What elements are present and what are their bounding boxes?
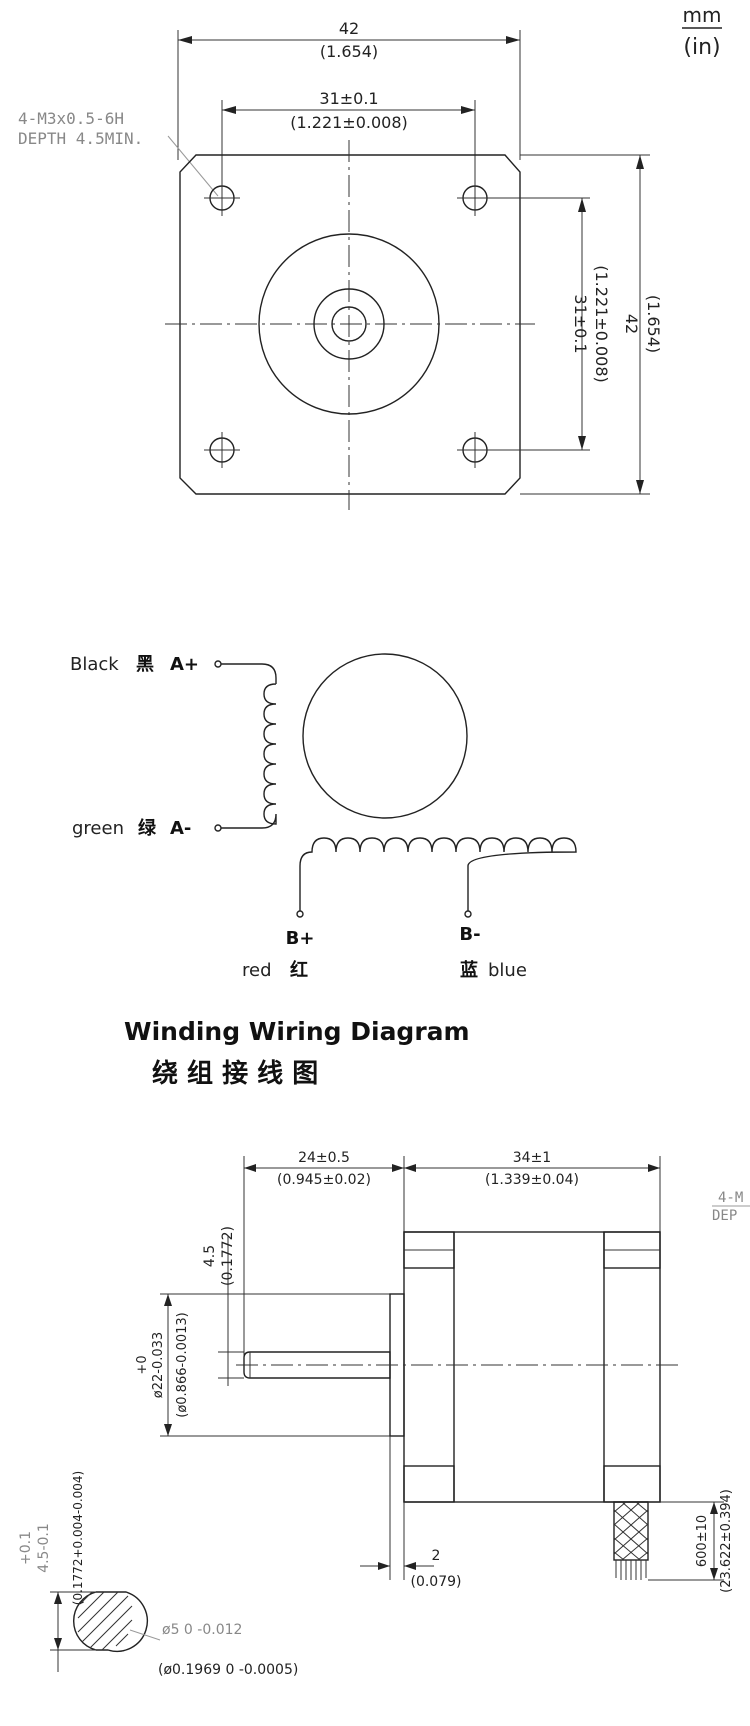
hole-note-line1: 4-M3x0.5-6H [18, 109, 124, 128]
wiring-title-zh: 绕 组 接 线 图 [152, 1058, 318, 1089]
hole-spacing-h-in: (1.221±0.008) [290, 113, 408, 132]
b-plus-label: B+ [286, 928, 315, 949]
cut-note-line2: DEP [712, 1208, 737, 1224]
flange-thickness-mm: 2 [432, 1548, 441, 1564]
boss-circle [258, 233, 440, 415]
a-plus-label: A+ [170, 654, 199, 675]
hole-note-line2: DEPTH 4.5MIN. [18, 129, 143, 148]
unit-mm: mm [683, 3, 722, 27]
b-minus-label: B- [459, 924, 480, 945]
b-plus-color-zh: 红 [290, 959, 308, 981]
a-minus-label: A- [170, 818, 191, 839]
hole-spacing-v-mm: 31±0.1 [571, 294, 590, 353]
pilot-tol-upper: +0 [135, 1355, 150, 1374]
rotor-circle [302, 653, 468, 819]
b-plus-color-en: red [242, 960, 272, 981]
shaft-section: +0.1 4.5-0.1 (0.1772+0.004-0.004) ø5 0 -… [18, 1471, 298, 1678]
a-minus-color-en: green [72, 818, 124, 839]
shaft-section-outline [72, 1591, 148, 1653]
lead-wire-braid [613, 1501, 649, 1561]
width-dim-in: (1.654) [320, 42, 378, 61]
b-minus-color-en: blue [488, 960, 527, 981]
a-minus-color-zh: 绿 [138, 817, 157, 839]
flat-length-mm: 4.5 [202, 1245, 218, 1267]
coil-b [299, 837, 577, 912]
shaft-length-in: (0.945±0.02) [277, 1172, 371, 1188]
a-plus-color-en: Black [70, 654, 119, 675]
body-length-in: (1.339±0.04) [485, 1172, 579, 1188]
section-dia-in: (ø0.1969 0 -0.0005) [158, 1662, 298, 1678]
section-flat-tol: +0.1 [18, 1531, 34, 1565]
pilot-dia-mm: ø22-0.033 [151, 1332, 166, 1398]
pilot-dia-in: (ø0.866-0.0013) [175, 1312, 190, 1418]
flange-thickness-in: (0.079) [410, 1574, 461, 1590]
front-view: 42 (1.654) 31±0.1 (1.221±0.008) 4-M3x0.5… [18, 19, 663, 510]
hole-spacing-v-in: (1.221±0.008) [592, 265, 611, 383]
lead-length-in: (23.622±0.394) [719, 1489, 734, 1593]
b-minus-color-zh: 蓝 [460, 960, 478, 981]
section-flat-in: (0.1772+0.004-0.004) [71, 1471, 85, 1605]
mounting-holes [204, 180, 493, 468]
coil-a [221, 663, 277, 829]
width-dim-mm: 42 [339, 19, 359, 38]
unit-in: (in) [683, 35, 720, 60]
lead-wire-sleeve [613, 1501, 649, 1561]
height-dim-mm: 42 [622, 314, 641, 334]
cut-note-line1: 4-M [718, 1190, 743, 1206]
lead-wire-ends [615, 1560, 647, 1580]
section-dia-mm: ø5 0 -0.012 [162, 1622, 242, 1638]
section-hatch [77, 1591, 133, 1651]
wiring-title-en: Winding Wiring Diagram [124, 1017, 470, 1046]
a-plus-color-zh: 黑 [136, 654, 154, 675]
shaft-circle [331, 306, 367, 342]
hole-spacing-h-mm: 31±0.1 [319, 89, 378, 108]
units-legend: mm (in) [682, 3, 722, 60]
side-view: 24±0.5 (0.945±0.02) 34±1 (1.339±0.04) 4-… [135, 1150, 750, 1593]
body-length-mm: 34±1 [513, 1150, 551, 1166]
shaft-length-mm: 24±0.5 [298, 1150, 350, 1166]
motor-body [403, 1231, 661, 1503]
shaft-outer-circle [313, 288, 385, 360]
height-dim-in: (1.654) [644, 295, 663, 353]
wiring-diagram: Black 黑 A+ green 绿 A- B+ red 红 B- 蓝 blue… [70, 653, 577, 1089]
lead-length-mm: 600±10 [695, 1515, 710, 1567]
motor-face-outline [179, 154, 521, 495]
section-flat-mm: 4.5-0.1 [36, 1523, 52, 1573]
flat-length-in: (0.1772) [220, 1226, 236, 1286]
